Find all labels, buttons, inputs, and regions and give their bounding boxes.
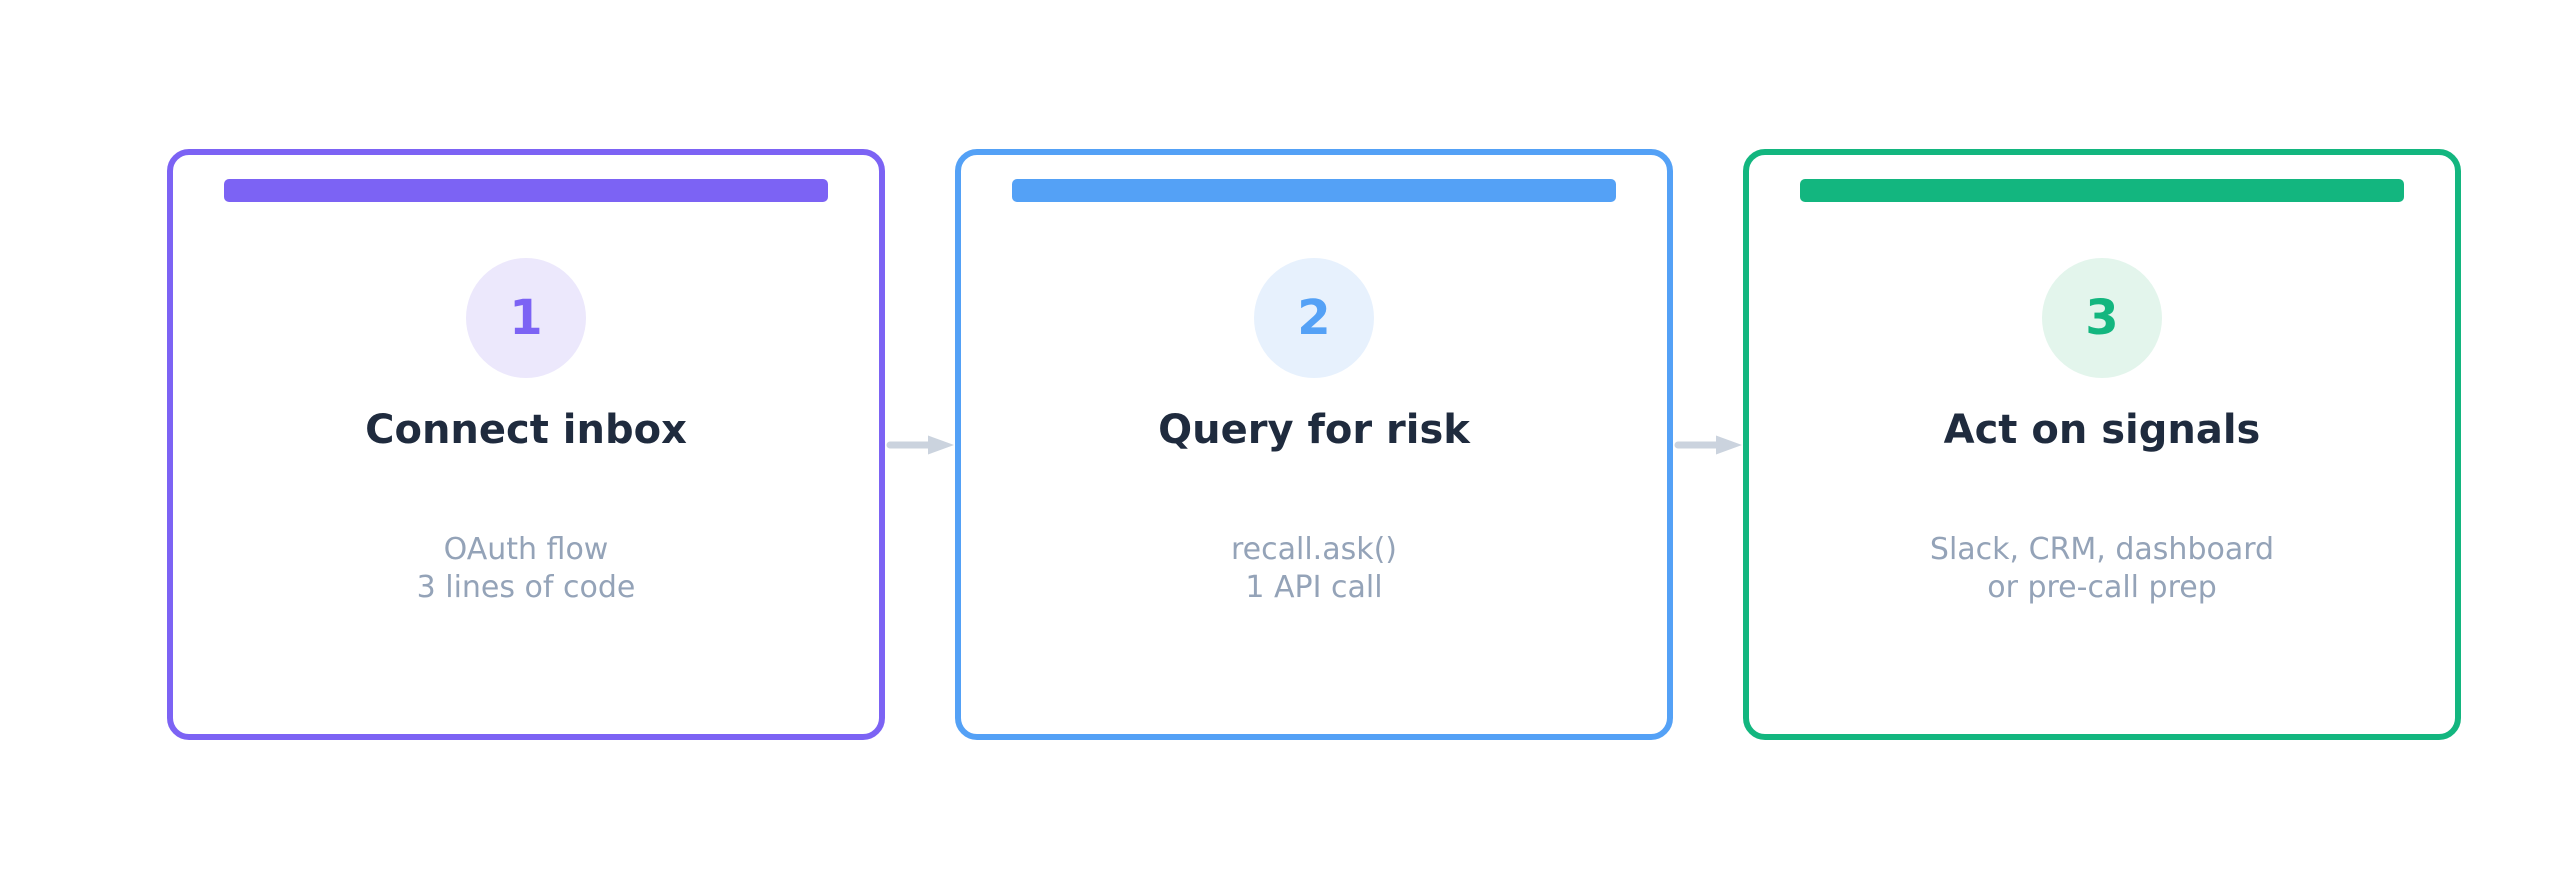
step-card-query-for-risk: 2 Query for risk recall.ask() 1 API call xyxy=(955,149,1673,740)
step-description: OAuth flow 3 lines of code xyxy=(417,531,636,607)
step-card-act-on-signals: 3 Act on signals Slack, CRM, dashboard o… xyxy=(1743,149,2461,740)
step-description-line: Slack, CRM, dashboard xyxy=(1929,532,2275,567)
step-number: 3 xyxy=(2085,290,2119,346)
flow-connector xyxy=(1673,149,1743,740)
step-description-line: OAuth flow xyxy=(443,532,609,567)
step-description-line: 1 API call xyxy=(1245,570,1383,605)
accent-bar xyxy=(1800,179,2404,202)
accent-bar xyxy=(224,179,828,202)
arrow-right-icon xyxy=(886,435,954,454)
flow-connector xyxy=(885,149,955,740)
step-description: Slack, CRM, dashboard or pre-call prep xyxy=(1930,531,2274,607)
step-description-line: or pre-call prep xyxy=(1987,570,2217,605)
step-description-line: 3 lines of code xyxy=(416,570,636,605)
step-number: 1 xyxy=(509,290,543,346)
step-number-badge: 3 xyxy=(2042,258,2162,378)
steps-flow-diagram: 1 Connect inbox OAuth flow 3 lines of co… xyxy=(167,149,2461,740)
arrow-right-icon xyxy=(1674,435,1742,454)
step-number-badge: 1 xyxy=(466,258,586,378)
accent-bar xyxy=(1012,179,1616,202)
step-description-line: recall.ask() xyxy=(1230,532,1397,567)
step-title: Connect inbox xyxy=(365,407,687,453)
step-card-connect-inbox: 1 Connect inbox OAuth flow 3 lines of co… xyxy=(167,149,885,740)
step-title: Query for risk xyxy=(1158,407,1470,453)
step-title: Act on signals xyxy=(1943,407,2261,453)
step-number-badge: 2 xyxy=(1254,258,1374,378)
step-description: recall.ask() 1 API call xyxy=(1231,531,1397,607)
step-number: 2 xyxy=(1297,290,1331,346)
